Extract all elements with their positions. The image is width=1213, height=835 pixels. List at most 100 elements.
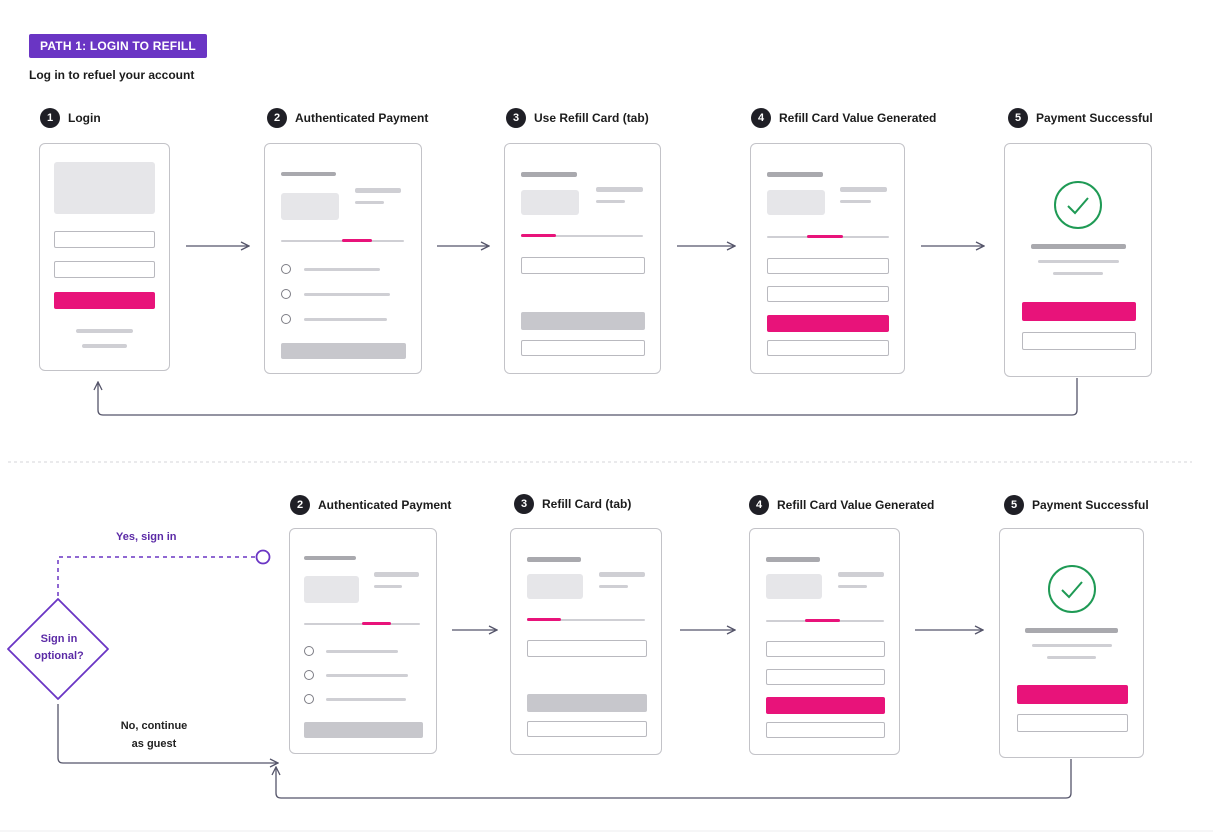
heading-line [304,556,356,560]
text-line [840,200,871,203]
payment-successful-wireframe [1004,143,1152,377]
step-payment-successful: 5 Payment Successful [1004,495,1149,515]
step-login: 1 Login [40,108,101,128]
image-placeholder [767,190,825,215]
active-tab-indicator [807,235,843,238]
text-line [840,187,887,192]
text-line [1047,656,1096,659]
disabled-button [521,312,645,330]
value-field [767,286,889,302]
text-line [599,572,645,577]
value-field [766,641,885,657]
yes-sign-in-label: Yes, sign in [116,531,177,543]
radio-option [281,264,291,274]
loop-back-path1 [98,378,1078,416]
yes-branch [57,556,256,596]
text-line [355,188,401,193]
radio-option [304,694,314,704]
step-payment-successful: 5 Payment Successful [1008,108,1153,128]
step-label: Authenticated Payment [295,111,429,125]
text-line [596,200,625,203]
step-label: Payment Successful [1032,498,1149,512]
no-branch [57,704,278,763]
decision-label-line: Sign in [40,633,78,645]
heading-line [527,557,581,562]
text-line [838,572,884,577]
step-number: 5 [1008,108,1028,128]
payment-successful-wireframe [999,528,1144,758]
image-placeholder [766,574,822,599]
radio-option [304,670,314,680]
step-authenticated-payment: 2 Authenticated Payment [267,108,428,128]
decision-diamond [7,598,109,700]
no-guest-label-line: No, continue [120,720,188,732]
step-label: Login [68,111,101,125]
secondary-button [527,721,647,737]
step-number: 2 [267,108,287,128]
active-tab-indicator [362,622,391,625]
step-label: Refill Card (tab) [542,497,632,511]
active-tab-indicator [527,618,561,621]
loop-back-path2 [276,759,1072,799]
text-line [304,318,387,321]
active-tab-indicator [805,619,840,622]
no-guest-label: No, continue as guest [108,717,200,753]
confirm-button [767,315,889,332]
step-number: 1 [40,108,60,128]
password-field [54,261,155,278]
disabled-button [281,343,406,359]
use-refill-card-wireframe [504,143,661,374]
authenticated-payment-wireframe [289,528,437,754]
value-field [766,669,885,685]
path-badge: PATH 1: LOGIN TO REFILL [29,34,207,58]
radio-option [281,289,291,299]
secondary-button [521,340,645,356]
primary-button [1022,302,1136,321]
step-refill-card: 3 Refill Card (tab) [514,494,631,514]
value-field [767,258,889,274]
text-line [326,674,408,677]
text-line [304,268,380,271]
step-number: 3 [506,108,526,128]
yes-branch-endpoint [255,549,271,565]
confirm-button [766,697,885,714]
radio-option [304,646,314,656]
radio-option [281,314,291,324]
login-button [54,292,155,309]
step-refill-value-generated: 4 Refill Card Value Generated [749,495,934,515]
step-number: 2 [290,495,310,515]
refill-value-generated-wireframe [750,143,905,374]
step-number: 4 [751,108,771,128]
username-field [54,231,155,248]
refill-code-field [527,640,647,657]
disabled-button [527,694,647,712]
text-line [355,201,384,204]
text-line [374,572,419,577]
secondary-button [1017,714,1128,732]
heading-line [1025,628,1118,633]
text-line [326,698,406,701]
secondary-button [766,722,885,738]
step-label: Refill Card Value Generated [777,498,935,512]
image-placeholder [54,162,155,214]
step-use-refill-card: 3 Use Refill Card (tab) [506,108,649,128]
text-line [838,585,867,588]
tab-divider [527,619,645,621]
text-line [374,585,402,588]
success-check-icon [1054,181,1102,229]
text-line [599,585,628,588]
image-placeholder [304,576,359,603]
decision-label: Sign in optional? [23,631,95,665]
step-number: 4 [749,495,769,515]
step-label: Payment Successful [1036,111,1153,125]
path-subtitle: Log in to refuel your account [29,68,195,82]
step-label: Use Refill Card (tab) [534,111,649,125]
heading-line [767,172,823,177]
tab-divider [521,235,643,237]
active-tab-indicator [342,239,372,242]
active-tab-indicator [521,234,556,237]
success-check-icon [1048,565,1096,613]
text-line [82,344,127,348]
heading-line [521,172,577,177]
